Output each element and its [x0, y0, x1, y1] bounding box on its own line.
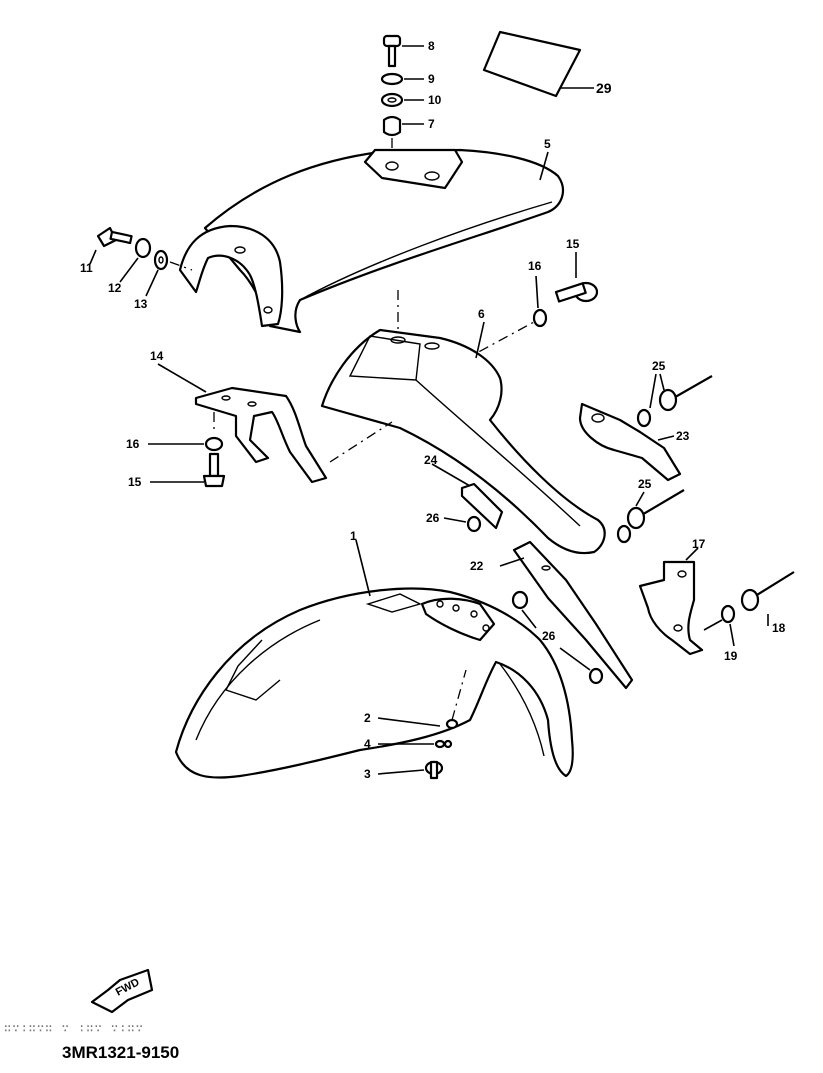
- washer-26-a: [443, 515, 482, 533]
- bolt-3: [377, 760, 444, 780]
- label-24: 24: [424, 453, 438, 467]
- label-18: 18: [772, 621, 786, 635]
- rear-fender-5: [178, 148, 565, 334]
- washer-19: [720, 604, 736, 647]
- label-13: 13: [134, 297, 148, 311]
- label-5: 5: [544, 137, 551, 151]
- label-16-left: 16: [126, 437, 140, 451]
- plate-24: [431, 463, 504, 530]
- washer-16-right: [532, 275, 548, 328]
- bolt-15-right: [554, 252, 599, 303]
- collar-7: [382, 115, 424, 137]
- label-7: 7: [428, 117, 435, 131]
- label-29: 29: [596, 80, 612, 96]
- washer-13: [145, 249, 169, 297]
- label-14: 14: [150, 349, 164, 363]
- label-12: 12: [108, 281, 122, 295]
- washer-26-b: [511, 590, 537, 629]
- label-2: 2: [364, 711, 371, 725]
- bracket-23: [578, 402, 682, 482]
- washer-9: [380, 72, 424, 86]
- washer-4: [378, 739, 453, 749]
- label-4: 4: [364, 737, 371, 751]
- bracket-14: [157, 363, 328, 484]
- label-8: 8: [428, 39, 435, 53]
- rivet-25-upper: [658, 373, 713, 412]
- forward-arrow-icon: FWD: [90, 968, 154, 1014]
- fender-liner-6: [320, 321, 606, 555]
- label-1: 1: [350, 529, 357, 543]
- bracket-17: [638, 547, 723, 656]
- part-labels: 8 9 10 7 29 5 11 12 13 15 16 6 14 16 15 …: [80, 39, 786, 781]
- label-25-upper: 25: [652, 359, 666, 373]
- front-fender-1: [174, 539, 574, 779]
- label-15-left: 15: [128, 475, 142, 489]
- washer-10: [380, 92, 424, 108]
- label-15-right: 15: [566, 237, 580, 251]
- washer-16-left: [148, 436, 224, 452]
- label-11: 11: [80, 261, 93, 275]
- label-card-29: [482, 30, 594, 98]
- rivet-25-lower: [626, 489, 685, 530]
- bolt-11: [89, 226, 133, 265]
- scan-artifact-text: ∷∵∶∷∵∷ ∵ ∶∷∵ ∵∶∷∵: [4, 1021, 144, 1035]
- nut-2: [377, 717, 459, 730]
- label-25-lower: 25: [638, 477, 652, 491]
- label-26-b: 26: [542, 629, 556, 643]
- label-22: 22: [470, 559, 484, 573]
- washer-25-upper: [636, 373, 657, 428]
- label-19: 19: [724, 649, 738, 663]
- bolt-15-left: [150, 452, 226, 488]
- label-17: 17: [692, 537, 706, 551]
- washer-26-c: [559, 647, 604, 685]
- label-6: 6: [478, 307, 485, 321]
- washer-25-lower: [616, 524, 632, 544]
- label-26-a: 26: [426, 511, 440, 525]
- bolt-8: [382, 34, 424, 68]
- label-3: 3: [364, 767, 371, 781]
- bolt-18: [740, 571, 795, 626]
- label-10: 10: [428, 93, 442, 107]
- diagram-code: 3MR1321-9150: [62, 1043, 179, 1062]
- plate-22: [499, 540, 634, 690]
- washer-12: [119, 237, 152, 283]
- label-23: 23: [676, 429, 690, 443]
- label-16-right: 16: [528, 259, 542, 273]
- label-9: 9: [428, 72, 435, 86]
